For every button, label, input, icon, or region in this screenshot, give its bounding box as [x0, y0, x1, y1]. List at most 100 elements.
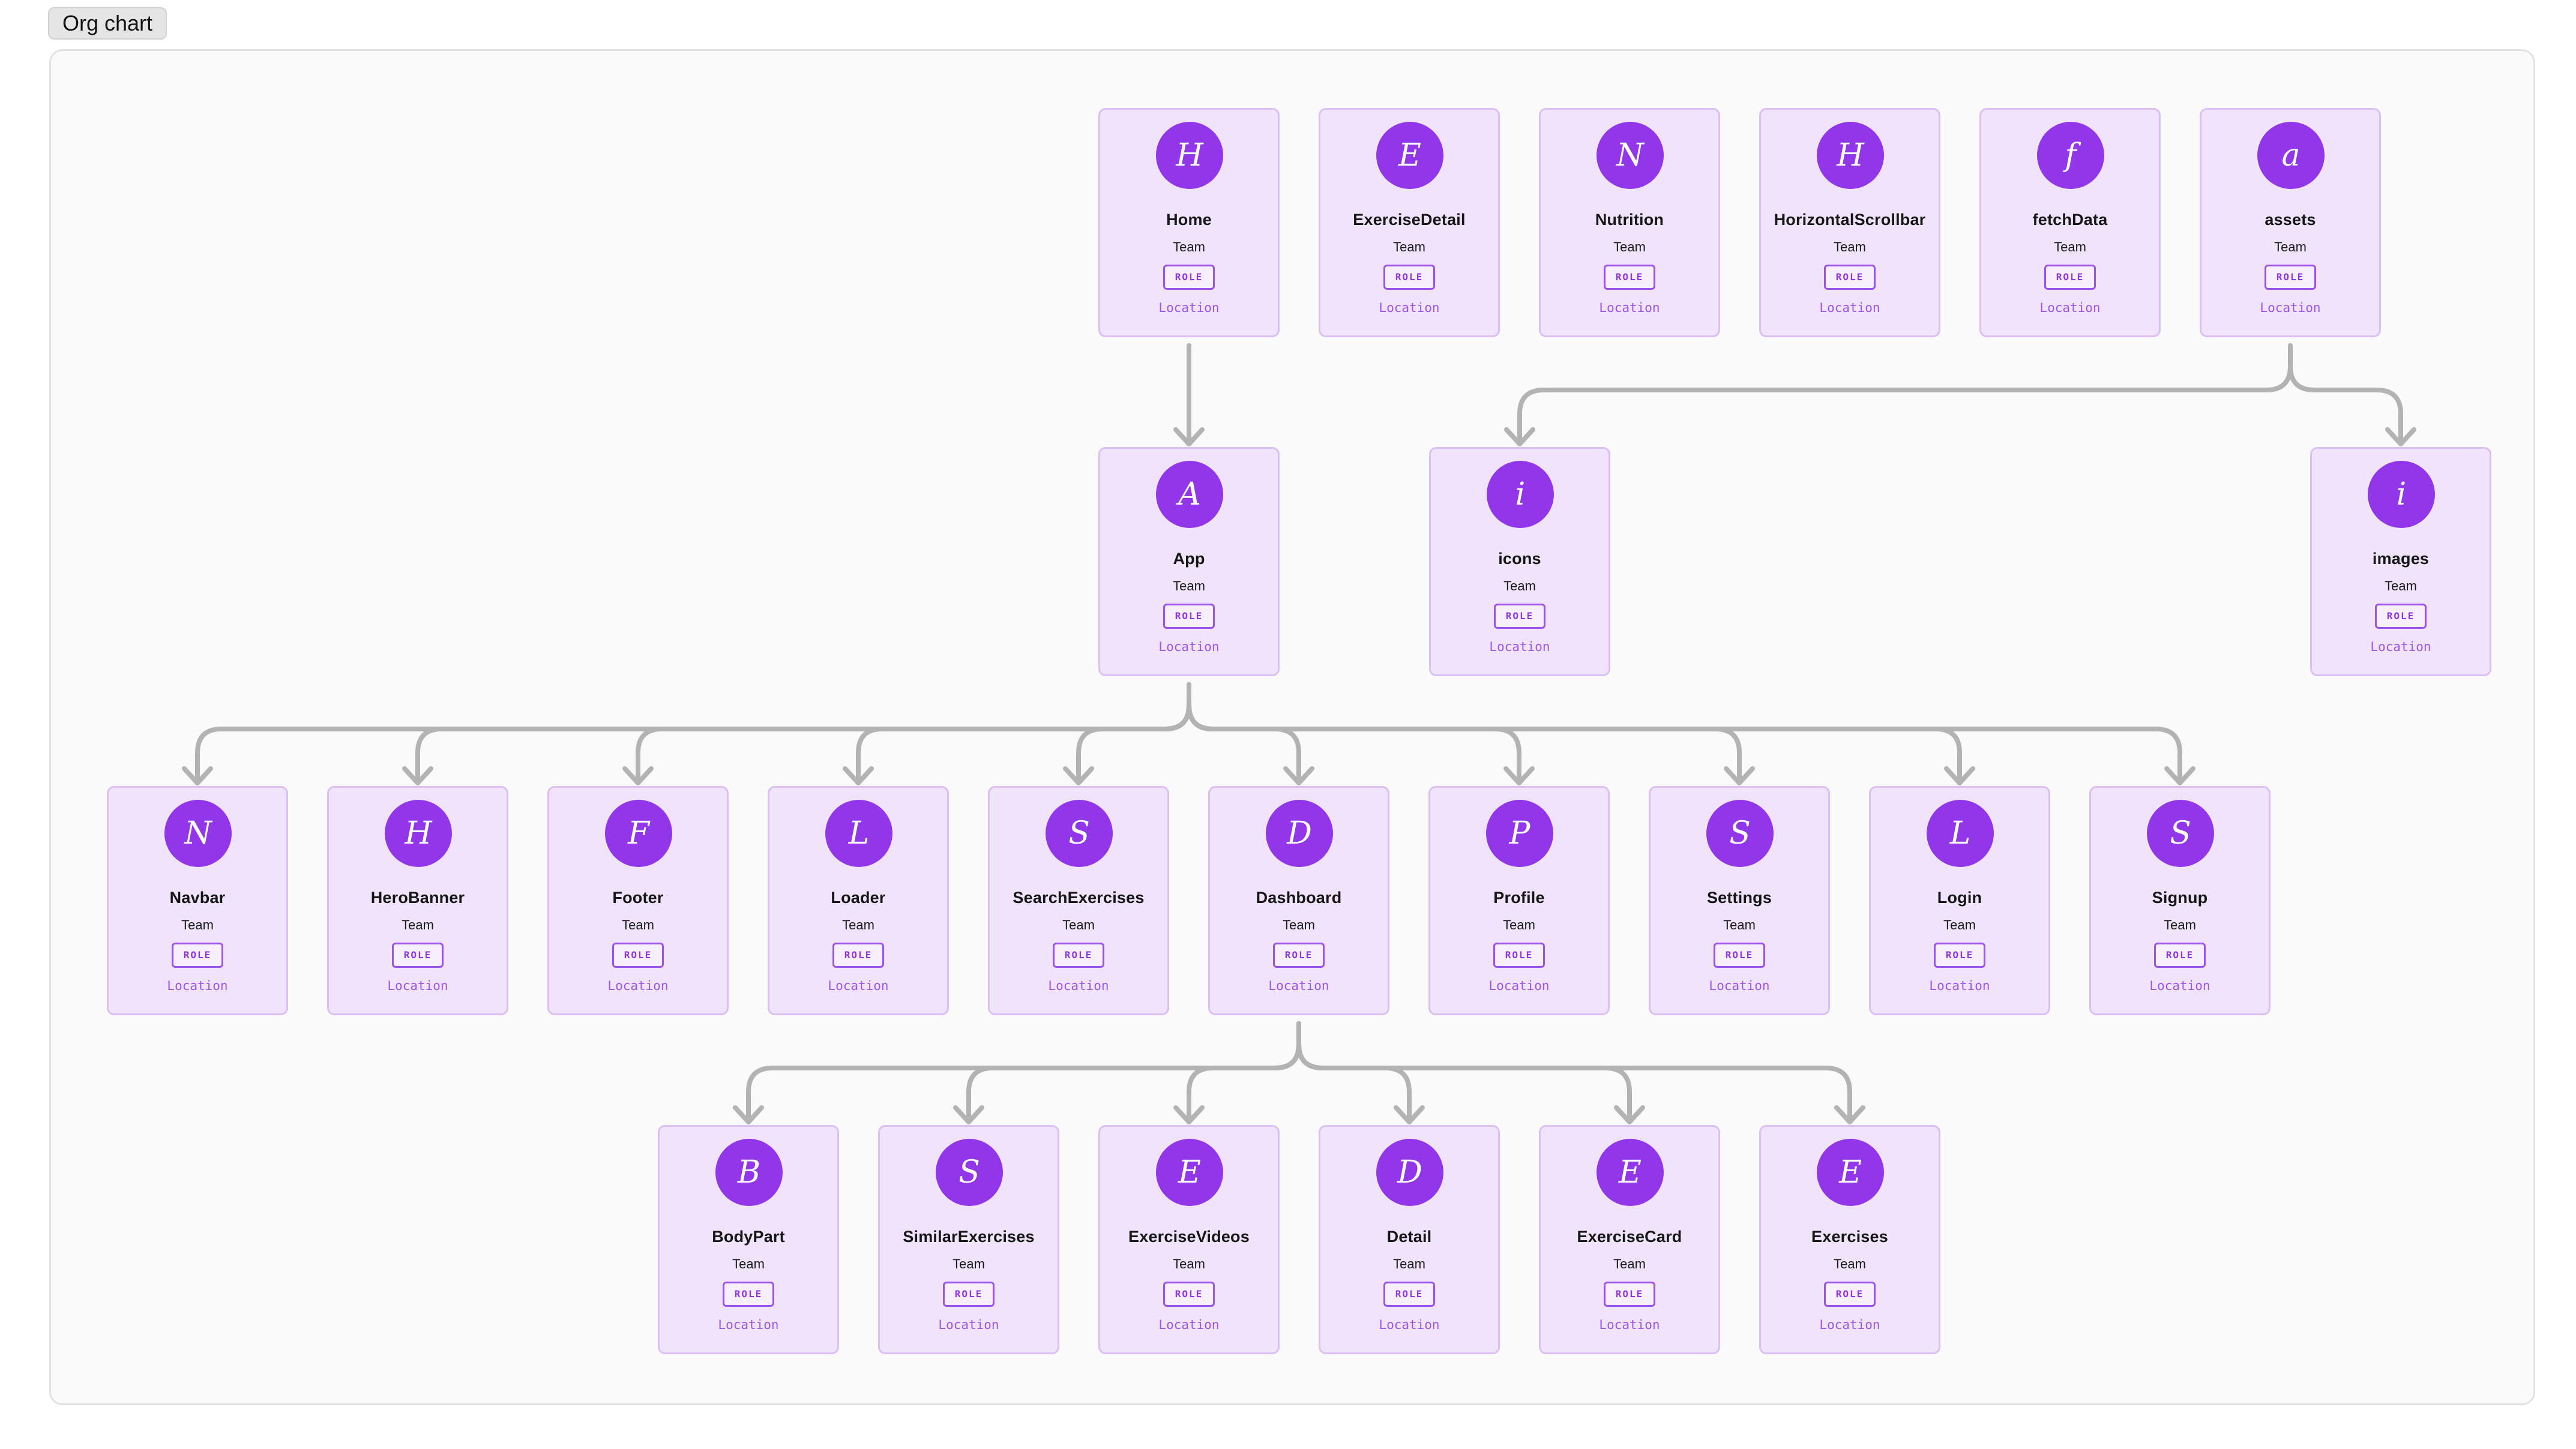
role-badge: ROLE [1934, 943, 1985, 968]
card-name: Login [1937, 889, 1982, 907]
card-team: Team [2385, 578, 2417, 593]
card-name: Home [1166, 211, 1212, 229]
card-location: Location [1709, 979, 1770, 993]
avatar: P [1486, 800, 1553, 867]
avatar: A [1156, 461, 1223, 528]
card-location: Location [1158, 640, 1220, 654]
connector-app-navbar [195, 682, 1191, 785]
card-team: Team [1723, 917, 1756, 932]
card-name: Profile [1493, 889, 1545, 907]
connector-dashboard-similarexercises [966, 1021, 1301, 1124]
card-team: Team [2054, 239, 2086, 254]
avatar: E [1156, 1139, 1223, 1206]
role-badge: ROLE [1604, 265, 1655, 290]
card-location: Location [1268, 979, 1329, 993]
card-team: Team [1173, 578, 1205, 593]
arrowhead-herobanner [402, 766, 433, 785]
card-team: Team [842, 917, 874, 932]
connector-dashboard-exercisevideos [1187, 1021, 1301, 1124]
avatar: i [2368, 461, 2435, 528]
card-team: Team [2164, 917, 2196, 932]
card-location: Location [167, 979, 228, 993]
card-location: Location [2149, 979, 2210, 993]
arrowhead-login [1944, 766, 1975, 785]
role-badge: ROLE [1163, 1282, 1215, 1307]
arrowhead-images [2385, 427, 2416, 446]
card-location: Location [1048, 979, 1109, 993]
arrowhead-exercises [1834, 1105, 1865, 1124]
card-team: Team [1503, 917, 1535, 932]
arrowhead-exercisecard [1614, 1105, 1645, 1124]
avatar: D [1376, 1139, 1443, 1206]
card-name: ExerciseVideos [1128, 1228, 1250, 1246]
connector-app-loader [856, 682, 1191, 785]
card-name: BodyPart [712, 1228, 785, 1246]
card-team: Team [1393, 239, 1425, 254]
card-name: images [2372, 550, 2430, 568]
card-name: Dashboard [1256, 889, 1342, 907]
role-badge: ROLE [1824, 265, 1876, 290]
card-team: Team [1613, 1256, 1646, 1271]
arrowhead-footer [622, 766, 654, 785]
card-team: Team [1943, 917, 1976, 932]
avatar: a [2257, 122, 2325, 189]
role-badge: ROLE [723, 1282, 774, 1307]
connector-app-signup [1187, 682, 2182, 785]
card-team: Team [1834, 1256, 1866, 1271]
card-name: Nutrition [1595, 211, 1664, 229]
role-badge: ROLE [1493, 943, 1545, 968]
connector-assets-icons [1517, 343, 2293, 446]
connector-dashboard-detail [1296, 1021, 1412, 1124]
card-location: Location [607, 979, 669, 993]
card-team: Team [1834, 239, 1866, 254]
card-name: SimilarExercises [903, 1228, 1035, 1246]
card-name: ExerciseDetail [1353, 211, 1466, 229]
org-chart-tab[interactable]: Org chart [48, 7, 167, 40]
card-location: Location [387, 979, 448, 993]
connector-app-login [1187, 682, 1962, 785]
role-badge: ROLE [172, 943, 223, 968]
arrowhead-detail [1394, 1105, 1425, 1124]
role-badge: ROLE [1053, 943, 1104, 968]
arrowhead-icons [1504, 427, 1535, 446]
role-badge: ROLE [1163, 604, 1215, 629]
card-team: Team [952, 1256, 985, 1271]
card-name: HeroBanner [370, 889, 465, 907]
card-location: Location [2370, 640, 2431, 654]
avatar: N [164, 800, 232, 867]
role-badge: ROLE [1494, 604, 1545, 629]
connector-app-settings [1187, 682, 1742, 785]
card-location: Location [1819, 1318, 1880, 1332]
avatar: S [1706, 800, 1774, 867]
avatar: D [1266, 800, 1333, 867]
card-location: Location [1379, 1318, 1440, 1332]
card-name: App [1173, 550, 1205, 568]
arrowhead-similarexercises [953, 1105, 984, 1124]
avatar: L [825, 800, 892, 867]
